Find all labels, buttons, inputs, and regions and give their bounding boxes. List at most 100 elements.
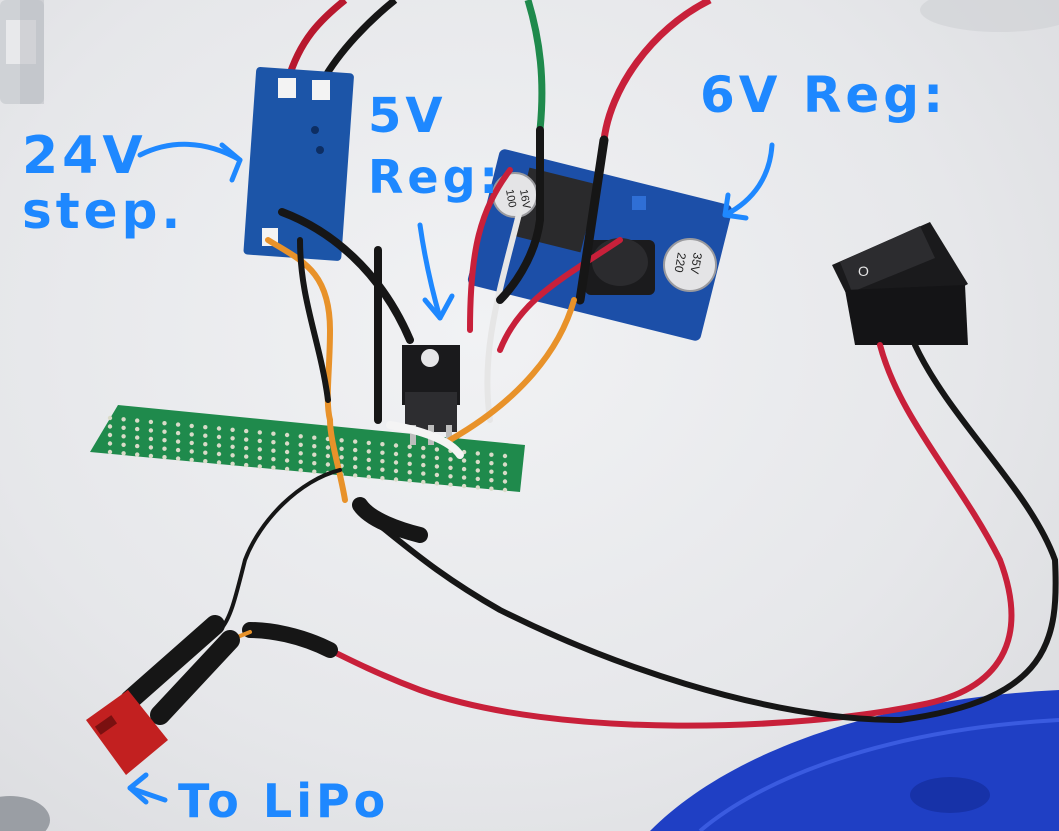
perfboard-hole <box>162 446 167 451</box>
perfboard-hole <box>107 424 113 429</box>
perfboard-hole <box>421 471 426 476</box>
perfboard-hole <box>121 434 126 439</box>
perfboard-hole <box>135 435 140 440</box>
perfboard-hole <box>271 457 276 462</box>
perfboard-hole <box>421 479 426 485</box>
perfboard-hole <box>216 434 222 440</box>
perfboard-hole <box>175 422 181 427</box>
perfboard-hole <box>257 455 262 461</box>
perfboard-hole <box>148 445 154 450</box>
perfboard-hole <box>339 438 344 443</box>
perfboard-hole <box>107 432 113 438</box>
perfboard-hole <box>284 441 290 446</box>
perfboard-hole <box>298 442 303 447</box>
perfboard-hole <box>393 460 399 465</box>
perfboard-hole <box>257 438 262 444</box>
perfboard-hole <box>175 456 181 461</box>
blue-spool <box>650 690 1059 831</box>
perfboard-hole <box>421 462 426 468</box>
perfboard-hole <box>203 433 208 438</box>
perfboard-hole <box>135 452 140 457</box>
perfboard-hole <box>475 485 480 490</box>
perfboard-hole <box>298 459 303 464</box>
rocker-switch <box>832 222 968 345</box>
perfboard-hole <box>189 449 194 454</box>
perfboard-hole <box>448 465 453 470</box>
perfboard-hole <box>135 426 140 432</box>
perfboard-hole <box>162 421 167 426</box>
perfboard-hole <box>353 456 358 461</box>
perfboard-hole <box>353 447 358 453</box>
perfboard-hole <box>502 487 508 493</box>
perfboard-hole <box>107 441 113 446</box>
perfboard-hole <box>380 476 385 481</box>
perfboard-hole <box>366 449 371 454</box>
perfboard-hole <box>203 459 208 464</box>
perfboard-hole <box>407 444 412 449</box>
perfboard-hole <box>475 476 480 482</box>
step-up-module <box>243 67 354 261</box>
perfboard-hole <box>312 461 317 466</box>
perfboard-hole <box>339 455 344 460</box>
perfboard-hole <box>502 479 508 484</box>
perfboard-hole <box>244 437 249 442</box>
perfboard-hole <box>393 443 399 448</box>
perfboard-hole <box>148 436 154 442</box>
cap-right-value: 220 <box>672 251 689 273</box>
perfboard-hole <box>284 432 290 438</box>
perfboard-hole <box>271 431 276 436</box>
perfboard-hole <box>393 468 399 474</box>
perfboard-hole <box>271 448 276 453</box>
wire-red-top-24v <box>284 0 348 82</box>
perfboard-hole <box>312 469 317 474</box>
perfboard-hole <box>121 442 126 447</box>
perfboard-hole <box>380 442 385 447</box>
perfboard-hole <box>475 459 480 465</box>
perfboard-hole <box>284 449 290 455</box>
perfboard-hole <box>162 438 167 443</box>
perfboard-hole <box>298 468 303 473</box>
perfboard-hole <box>162 429 167 434</box>
perfboard-hole <box>380 450 385 455</box>
perfboard-hole <box>135 443 140 449</box>
perfboard-hole <box>230 461 235 466</box>
shadow-top-right <box>920 0 1059 32</box>
perfboard-hole <box>475 468 480 473</box>
perfboard-hole <box>380 467 385 472</box>
perfboard-hole <box>353 464 358 470</box>
perfboard-hole <box>366 474 371 480</box>
perfboard-hole <box>148 419 154 425</box>
perfboard-hole <box>230 444 235 449</box>
power-wires <box>218 342 1059 729</box>
perfboard-hole <box>461 483 467 489</box>
annotation-24v-line2: step. <box>22 182 185 240</box>
perfboard-hole <box>244 445 249 451</box>
perfboard-hole <box>271 440 276 445</box>
cap-left-value: 100 <box>503 188 518 208</box>
perfboard-hole <box>189 432 194 437</box>
perfboard-hole <box>162 455 167 460</box>
perfboard-hole <box>325 462 331 467</box>
perfboard-hole <box>257 447 262 452</box>
perfboard-hole <box>502 453 508 459</box>
perfboard-hole <box>489 486 494 491</box>
perfboard-hole <box>175 447 181 453</box>
wire-green-top <box>524 0 546 131</box>
perfboard-hole <box>434 464 440 469</box>
perfboard-hole <box>107 449 113 455</box>
perfboard-hole <box>489 478 494 483</box>
perfboard-hole <box>107 415 113 421</box>
perfboard-hole <box>121 451 126 456</box>
perfboard-hole <box>407 453 412 458</box>
perfboard-hole <box>407 461 412 466</box>
cap-left-voltage: 16V <box>517 188 532 210</box>
perfboard-hole <box>216 451 222 457</box>
perfboard-hole <box>135 418 140 423</box>
perfboard-hole <box>244 462 249 468</box>
perfboard-hole <box>366 457 371 463</box>
perfboard-hole <box>353 473 358 478</box>
annotation-24v-step: 24V step. <box>22 130 184 236</box>
perfboard-hole <box>461 466 467 472</box>
perfboard-hole <box>175 430 181 436</box>
